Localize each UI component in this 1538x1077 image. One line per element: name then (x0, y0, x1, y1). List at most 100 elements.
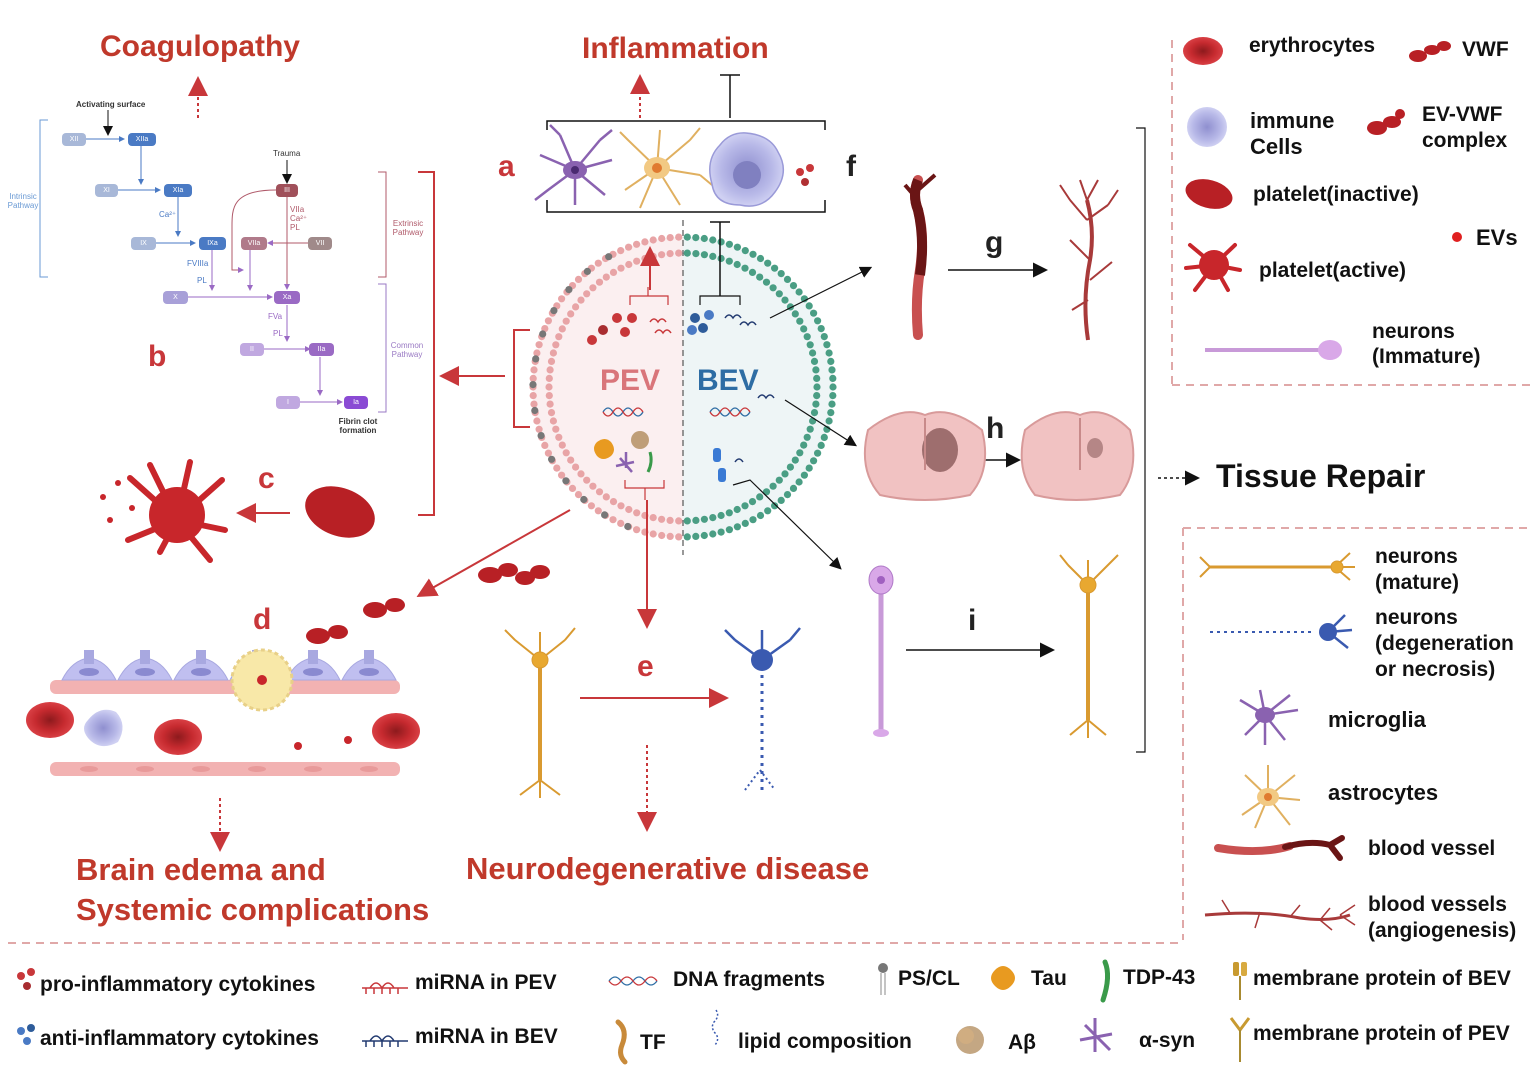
membrane-bead (829, 392, 837, 400)
intrinsic-label: Intrinsic Pathway (7, 192, 39, 210)
legend-evs: EVs (1476, 225, 1518, 250)
membrane-bead (541, 325, 549, 333)
membrane-bead (813, 383, 821, 391)
arrow-to-i (732, 479, 842, 570)
ps-cl-bead (601, 511, 609, 519)
legend-membrane-bev: membrane protein of BEV (1253, 967, 1511, 990)
membrane-bead (666, 532, 674, 541)
membrane-bead (814, 317, 822, 325)
membrane-bead (805, 464, 813, 472)
ps-cl-bead (583, 267, 592, 275)
membrane-bead (529, 374, 537, 382)
legend-astrocytes: astrocytes (1328, 780, 1439, 805)
membrane-bead (595, 488, 604, 496)
membrane-bead (786, 463, 795, 471)
ps-cl-bead (605, 253, 613, 261)
membrane-bead (771, 264, 779, 272)
membrane-bead (609, 516, 617, 524)
ps-cl-bead (624, 522, 632, 531)
label-i: i (968, 604, 977, 637)
membrane-bead (791, 310, 799, 318)
legend-asyn: α-syn (1139, 1029, 1196, 1052)
angiogenesis-icon (1204, 899, 1356, 931)
membrane-bead (633, 509, 641, 517)
membrane-bead (806, 425, 814, 433)
membrane-bead (795, 288, 803, 296)
viia-ca-pl-label: VIIa Ca²⁺ PL (290, 205, 308, 232)
membrane-bead (683, 533, 691, 541)
membrane-bead (756, 511, 765, 520)
mirna-pev-icon (362, 982, 408, 994)
membrane-bead (803, 333, 811, 341)
membrane-bead (820, 333, 828, 341)
membrane-bead (577, 296, 585, 304)
membrane-bead (762, 278, 771, 286)
membrane-bead (709, 236, 717, 244)
ps-cl-bead (537, 432, 545, 440)
legend-neurons-immature-2: (Immature) (1372, 345, 1481, 368)
ps-cl-bead (580, 495, 588, 504)
membrane-bead (535, 425, 543, 433)
membrane-bead (595, 278, 604, 286)
membrane-bead (771, 502, 779, 510)
membrane-bead (806, 341, 814, 349)
membrane-bead (749, 516, 757, 524)
endothelial-nucleus (80, 766, 98, 772)
endothelial-receptor (364, 650, 374, 664)
membrane-bead (567, 310, 575, 318)
ps-cl-bead (565, 286, 573, 294)
membrane-bead (717, 528, 725, 536)
legend-dna: DNA fragments (673, 968, 826, 991)
ev-vwf-complexes (306, 563, 550, 644)
membrane-bead (725, 240, 734, 248)
legend-vwf: VWF (1462, 38, 1509, 61)
membrane-bead (805, 302, 813, 310)
tdp43-icon (1100, 959, 1111, 1003)
membrane-bead (813, 374, 821, 382)
membrane-bead (683, 249, 691, 257)
membrane-bead (549, 349, 558, 357)
bev-label: BEV (697, 364, 759, 397)
endothelial-receptor (308, 650, 318, 664)
membrane-bead (617, 519, 625, 528)
membrane-bead (813, 392, 821, 400)
factor-viia: VIIa (241, 237, 267, 250)
membrane-bead (633, 526, 641, 534)
membrane-bead (558, 441, 566, 449)
degenerating-neuron-e (724, 627, 801, 791)
membrane-bead (700, 515, 709, 523)
common-label: Common Pathway (390, 341, 424, 359)
membrane-bead (823, 341, 831, 349)
membrane-bead (764, 507, 772, 515)
membrane-bead (700, 251, 709, 259)
endothelial-nucleus (79, 668, 99, 676)
legend-neurons-mature-1: neurons (1375, 545, 1458, 568)
abeta-icon (956, 1026, 984, 1054)
ps-cl-bead (531, 406, 539, 415)
membrane-bead (529, 392, 537, 400)
label-d: d (253, 603, 272, 636)
membrane-bead (769, 482, 777, 490)
endothelial-nucleus (248, 766, 266, 772)
membrane-bead (544, 317, 553, 325)
ev-particle (529, 220, 837, 629)
ps-cl-bead (562, 477, 570, 485)
membrane-bead (825, 417, 833, 425)
membrane-bead (733, 260, 741, 269)
immune-cell (709, 132, 784, 207)
mature-neuron-icon (1199, 552, 1355, 581)
factor-ia: Ia (344, 396, 368, 409)
membrane-bead (700, 234, 708, 243)
membrane-bead (795, 478, 803, 486)
immature-neuron (868, 565, 894, 737)
membrane-bead (572, 463, 580, 471)
membrane-bead (594, 507, 602, 515)
legend-ev-vwf-1: EV-VWF (1422, 103, 1503, 126)
ps-cl-bead (550, 307, 558, 315)
membrane-bead (789, 282, 798, 290)
factor-ii: II (240, 343, 264, 356)
lipid-icon (711, 1009, 719, 1047)
pl-label-2: PL (273, 329, 283, 338)
legend-ps-cl: PS/CL (898, 967, 960, 990)
